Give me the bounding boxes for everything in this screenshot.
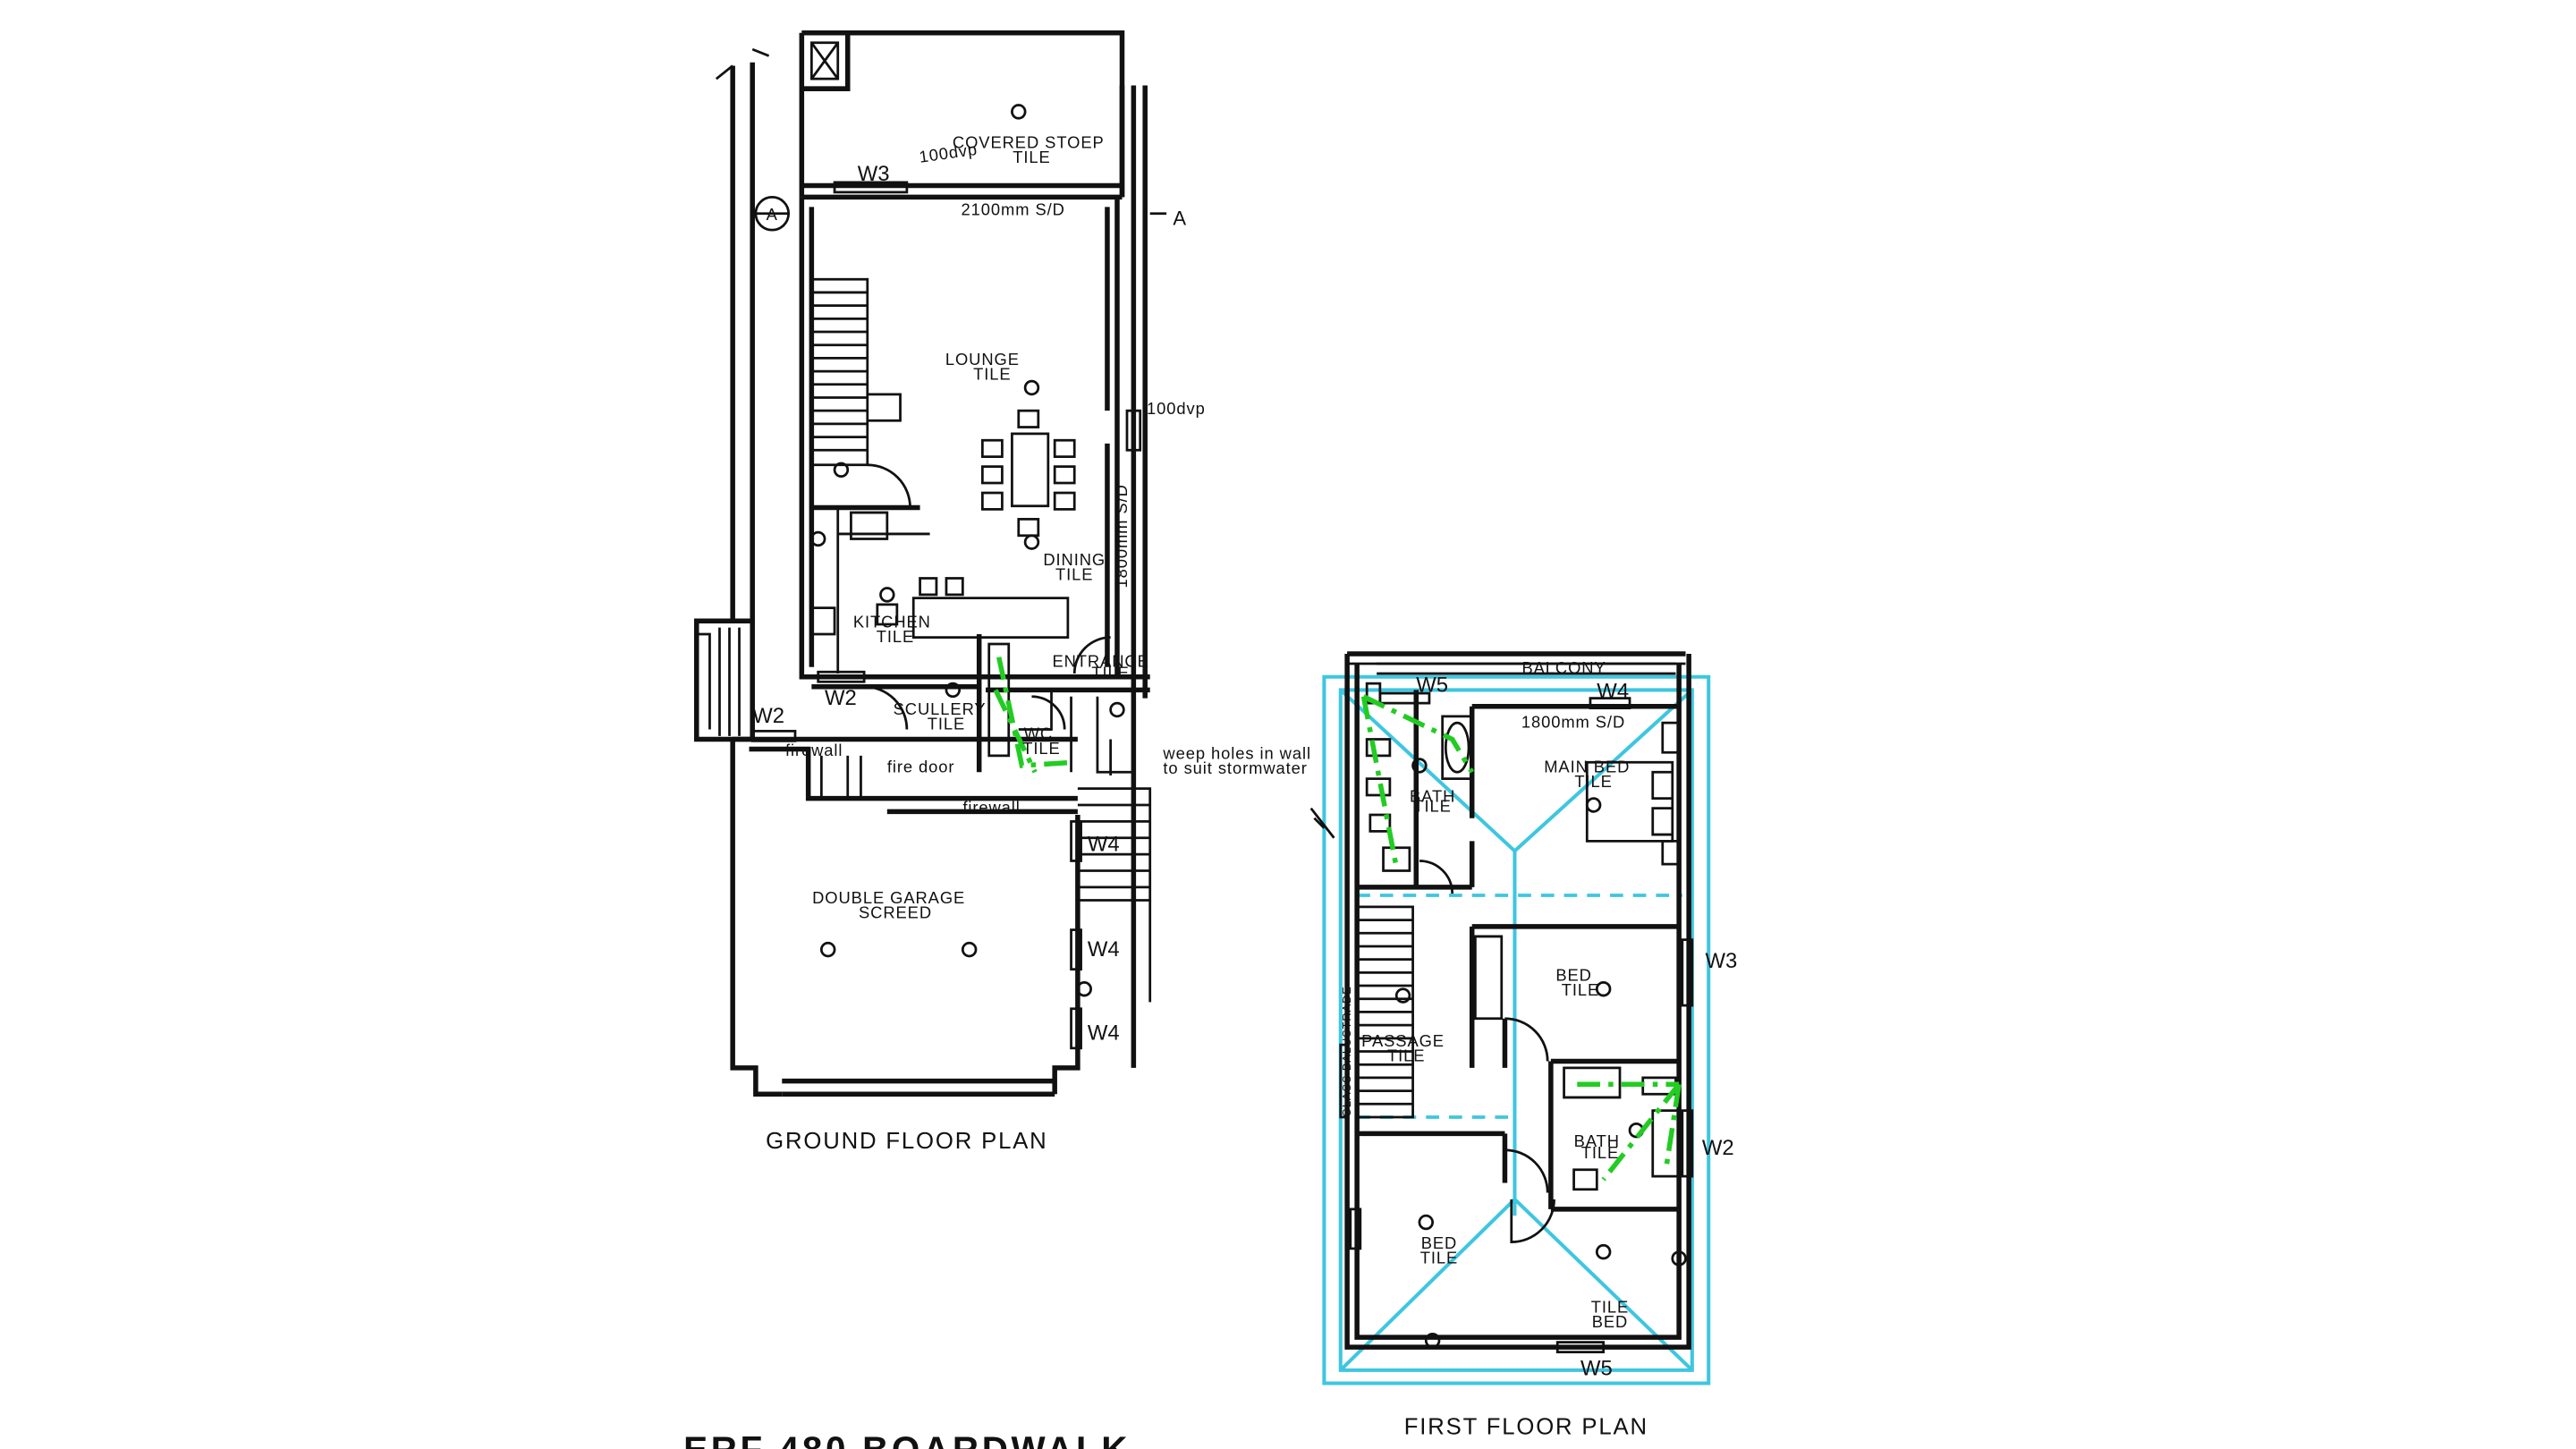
window-label-w2-mid: W2 (825, 686, 857, 710)
window-label-w4-top: W4 (1597, 680, 1629, 704)
sheet-footer-title: ERF 480 BOARDWALK (683, 1429, 1131, 1449)
window-label-w4-a: W4 (1088, 832, 1120, 856)
room-label-bath-mid-2: TILE (1581, 1143, 1619, 1162)
room-label-dining-2: TILE (1055, 564, 1093, 583)
window-label-w2-left: W2 (752, 704, 784, 728)
light-point-icon (809, 104, 1125, 997)
room-label-scullery-2: TILE (928, 715, 965, 733)
room-label-wc-2: TILE (1022, 739, 1060, 758)
room-label-garage-1: DOUBLE GARAGE (812, 888, 965, 907)
room-label-bath-top-1: BATH (1410, 786, 1455, 805)
room-label-wc-1: WC (1024, 724, 1053, 743)
room-label-bed-br-2: BED (1592, 1312, 1629, 1331)
note-dp-top: 100dvp (918, 140, 979, 166)
room-label-main-bed-1: MAIN BED (1544, 757, 1630, 775)
note-sliding-top: 2100mm S/D (961, 200, 1064, 219)
room-label-covered-stoep-2: TILE (1013, 148, 1050, 166)
room-label-bed-right-1: BED (1555, 966, 1592, 985)
window-label-w4-b: W4 (1088, 937, 1120, 962)
room-label-main-bed-2: TILE (1574, 772, 1612, 791)
note-glass-balustrade: GLASS BALUSTRADE (1340, 986, 1353, 1117)
room-label-bath-top-2: TILE (1413, 796, 1451, 815)
note-weep-1: weep holes in wall (1162, 744, 1311, 763)
window-label-w5-bottom: W5 (1580, 1356, 1613, 1380)
room-label-lounge-2: TILE (973, 364, 1011, 383)
plumbing-line (996, 657, 1075, 768)
room-label-lounge-1: LOUNGE (945, 350, 1020, 369)
ground-floor-plan: COVERED STOEP TILE 100dvp 2100mm S/D LOU… (694, 30, 1311, 1154)
window-label-w3: W3 (858, 162, 890, 186)
window-label-w2-right: W2 (1702, 1136, 1734, 1160)
note-sliding-right: 1800mm S/D (1112, 484, 1131, 588)
ground-floor-title: GROUND FLOOR PLAN (766, 1129, 1047, 1154)
window-label-w3-right: W3 (1706, 949, 1738, 973)
first-floor-plan: BALCONY 1800mm S/D MAIN BED TILE BATH TI… (1309, 651, 1738, 1439)
note-firewall-2: firewall (962, 798, 1020, 817)
room-label-kitchen-2: TILE (877, 627, 914, 646)
room-label-balcony: BALCONY (1521, 658, 1606, 677)
room-label-passage-1: PASSAGE (1361, 1031, 1445, 1050)
room-label-entrance-2: TILE (1091, 664, 1129, 682)
window-label-w4-c: W4 (1088, 1021, 1120, 1046)
room-label-dining-1: DINING (1043, 550, 1106, 569)
note-firewall-1: firewall (785, 741, 843, 759)
note-sliding-ff: 1800mm S/D (1521, 713, 1625, 732)
window-label-w5-top: W5 (1416, 673, 1448, 697)
room-label-passage-2: TILE (1387, 1046, 1425, 1065)
note-fire-door: fire door (887, 757, 955, 775)
note-weep-2: to suit stormwater (1163, 758, 1307, 777)
note-dp-right: 100dvp (1147, 399, 1206, 418)
room-label-covered-stoep-1: COVERED STOEP (953, 132, 1105, 151)
section-label: A (1173, 208, 1186, 230)
room-label-bath-mid-1: BATH (1574, 1131, 1620, 1150)
room-label-entrance-1: ENTRANCE (1052, 652, 1148, 671)
room-label-bed-bl-2: TILE (1420, 1248, 1458, 1267)
room-label-bed-right-2: TILE (1562, 980, 1599, 999)
room-label-scullery-1: SCULLERY (894, 699, 987, 718)
first-floor-title: FIRST FLOOR PLAN (1404, 1414, 1648, 1439)
room-label-kitchen-1: KITCHEN (853, 613, 931, 631)
plumbing-line (1360, 694, 1475, 869)
room-label-bed-br-1: TILE (1591, 1298, 1629, 1317)
room-label-garage-2: SCREED (859, 903, 932, 922)
room-label-bed-bl-1: BED (1421, 1233, 1458, 1252)
section-marker-letter: A (767, 205, 778, 224)
